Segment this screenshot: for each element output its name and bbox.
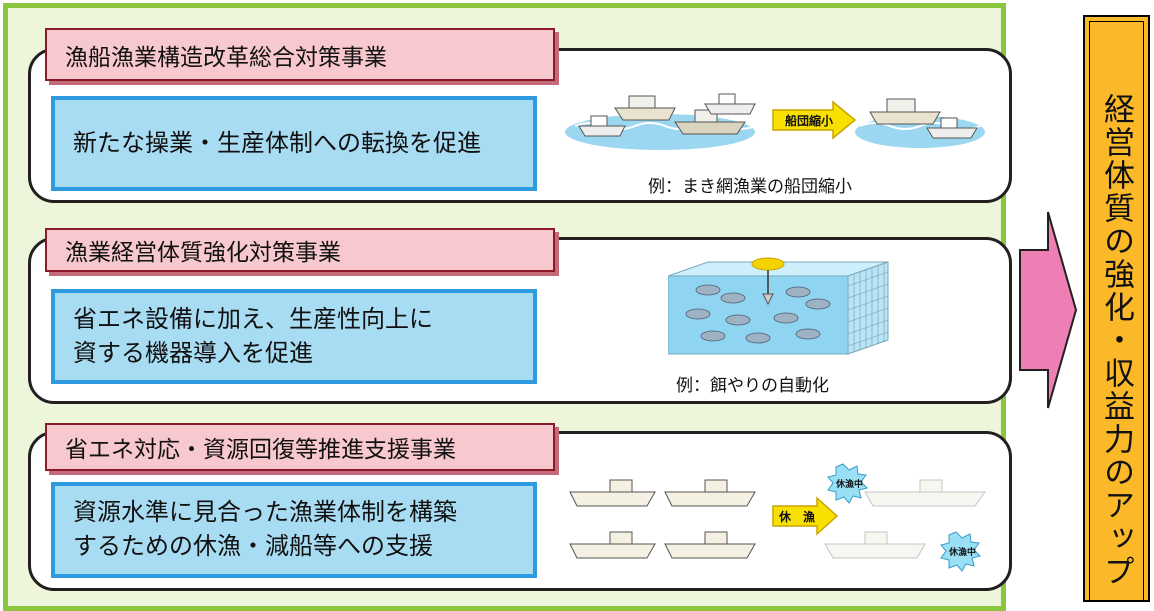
fleet-reduction-label: 船団縮小: [785, 113, 833, 128]
fleet-reduction-illustration: 船団縮小: [565, 93, 985, 150]
section-1-caption: 例：まき網漁業の船団縮小: [648, 177, 852, 197]
suspension-label: 休 漁: [778, 509, 815, 524]
section-1-line-1: 新たな操業・生産体制への転換を促進: [73, 128, 481, 157]
section-2-description: 省エネ設備に加え、生産性向上に 資する機器導入を促進: [51, 289, 537, 384]
before-fleet: [565, 93, 756, 150]
section-3-line-2: するための休漁・減船等への支援: [73, 532, 433, 560]
suspension-arrow: 休 漁: [772, 496, 839, 536]
section-3-title: 省エネ対応・資源回復等推進支援事業: [45, 423, 555, 471]
fleet-reduction-arrow: 船団縮小: [772, 100, 857, 140]
section-3-line-1: 資源水準に見合った漁業体制を構築: [73, 498, 457, 527]
section-1-title: 漁船漁業構造改革総合対策事業: [45, 28, 555, 81]
section-1-description: 新たな操業・生産体制への転換を促進: [51, 96, 537, 191]
suspension-badge-1: 休漁中: [827, 463, 868, 504]
active-boats: [569, 479, 756, 559]
suspension-badge-1-label: 休漁中: [835, 478, 863, 490]
fishing-suspension-illustration: 休 漁 休漁中 休漁中: [569, 463, 986, 572]
automatic-feeding-illustration: [668, 257, 889, 355]
suspension-badge-2: 休漁中: [940, 531, 981, 572]
suspension-badge-2-label: 休漁中: [948, 546, 976, 558]
section-2-caption: 例：餌やりの自動化: [676, 376, 829, 396]
net-mesh: [847, 264, 889, 352]
suspended-boats: [824, 479, 986, 559]
section-2-title: 漁業経営体質強化対策事業: [45, 228, 555, 272]
big-right-arrow: [1019, 211, 1078, 409]
section-2-line-2: 資する機器導入を促進: [73, 338, 313, 367]
section-3-description: 資源水準に見合った漁業体制を構築 するための休漁・減船等への支援: [51, 482, 537, 578]
result-text: 経営体質の強化・収益力のアップ: [1098, 93, 1134, 588]
section-2-line-1: 省エネ設備に加え、生産性向上に: [73, 304, 433, 333]
result-box: 経営体質の強化・収益力のアップ: [1083, 15, 1150, 602]
result-inner-border: [1089, 21, 1144, 600]
fish-school: [685, 284, 831, 344]
after-fleet: [855, 98, 985, 148]
